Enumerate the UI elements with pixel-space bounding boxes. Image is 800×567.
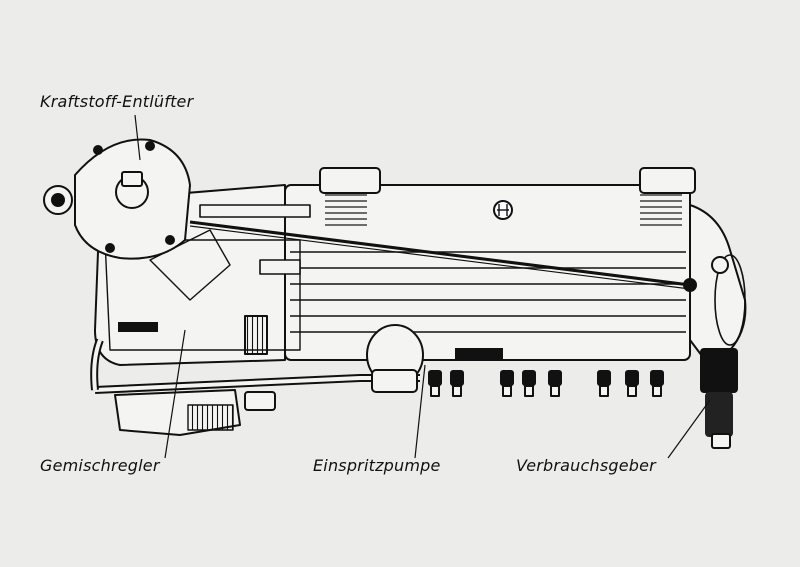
leader-lines: [134, 114, 711, 459]
fuel-vent-label: Kraftstoff-Entlüfter: [40, 92, 194, 111]
injection-pump-label: Einspritzpumpe: [313, 456, 441, 475]
regulator-lower-block: [114, 389, 276, 436]
injection-pump-boss: [366, 324, 503, 393]
outlet-fittings: [428, 370, 664, 397]
consumption-sensor-housing: [683, 204, 747, 449]
bosch-logo-icon: [493, 200, 513, 220]
pump-housing: [284, 167, 696, 361]
mixture-regulator-label: Gemischregler: [40, 456, 160, 475]
fuel-vent-housing: [43, 138, 191, 260]
consumption-sensor-label: Verbrauchsgeber: [516, 456, 656, 475]
control-linkage: [189, 204, 691, 290]
